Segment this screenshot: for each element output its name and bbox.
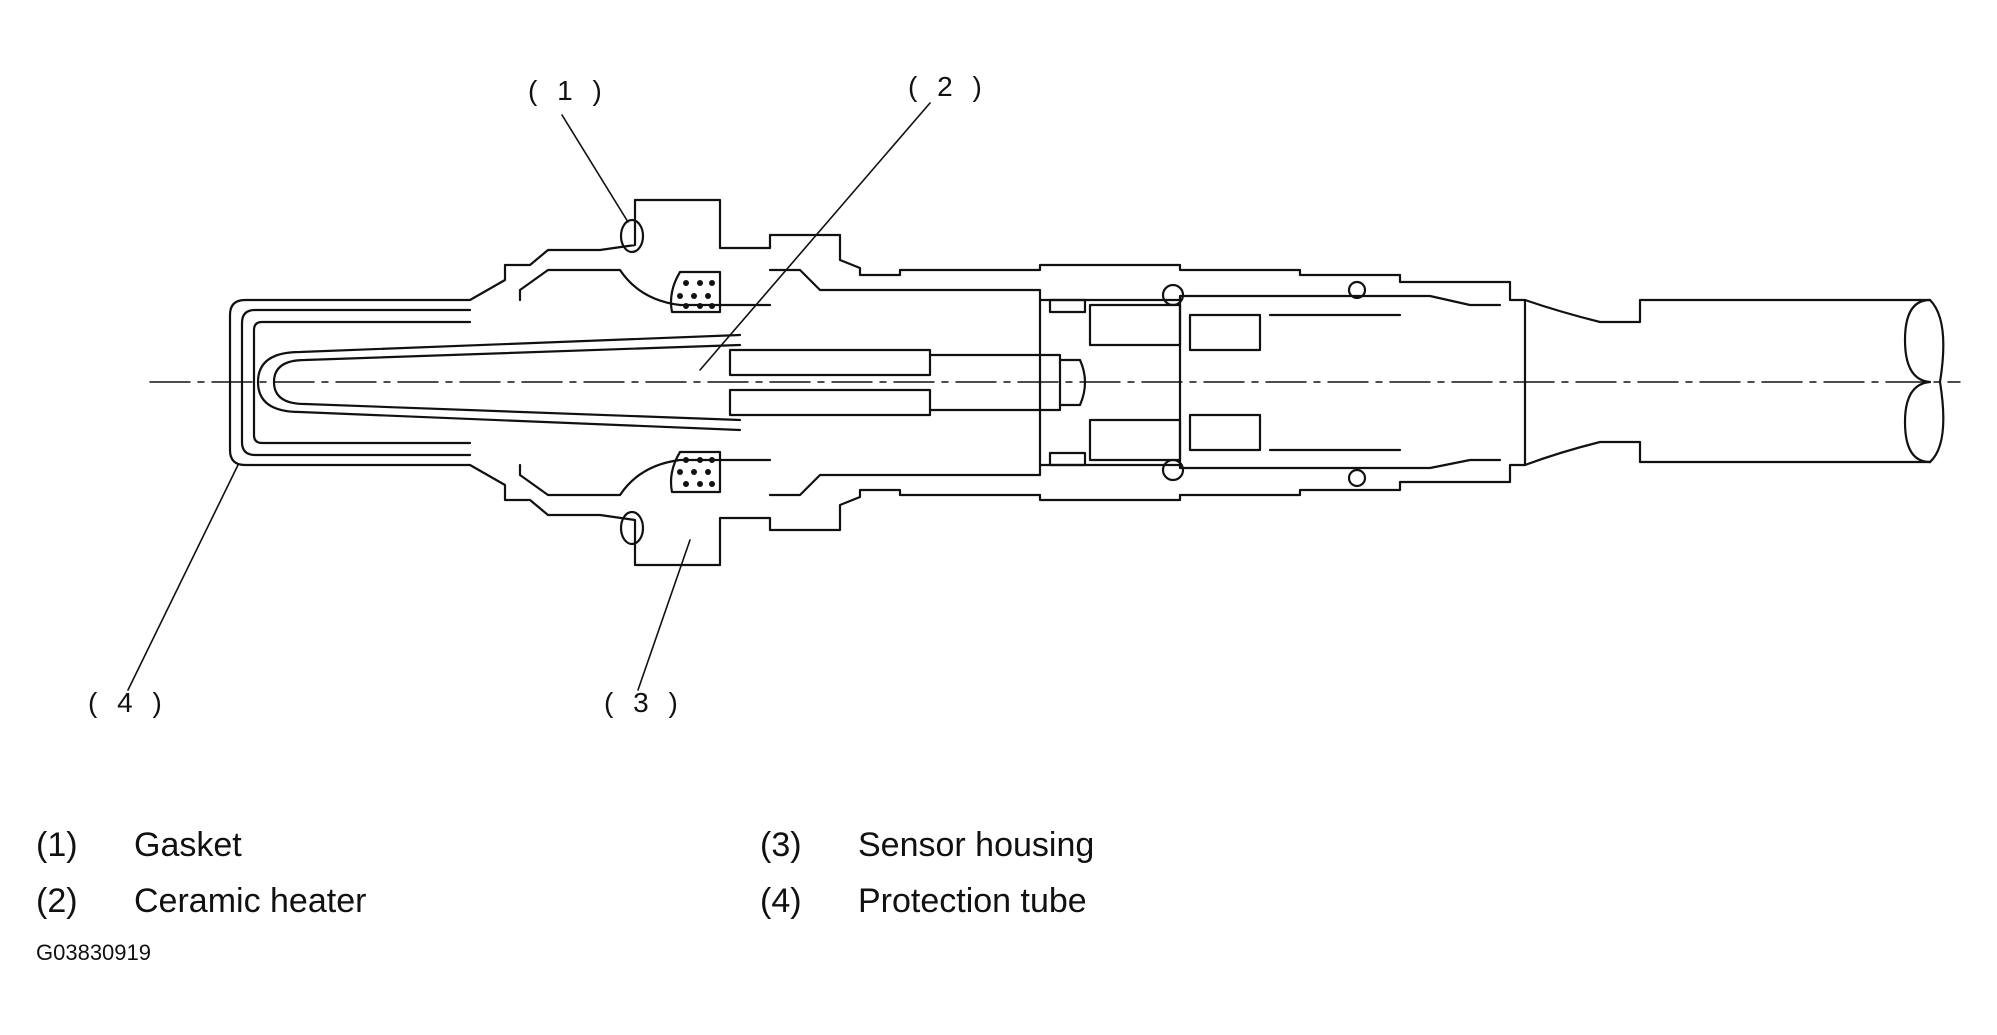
legend-label-gasket: Gasket — [134, 826, 242, 864]
legend-number-4: (4) — [760, 882, 802, 920]
powder-seal-dots — [677, 280, 715, 487]
callout-2: ( 2 ) — [908, 71, 988, 102]
legend-number-1: (1) — [36, 826, 78, 864]
leader-line-4 — [127, 464, 239, 691]
leader-line-3 — [637, 539, 691, 691]
o-rings — [1161, 280, 1367, 488]
powder-seal — [669, 270, 722, 494]
ceramic-heater — [256, 333, 1087, 432]
callout-4: ( 4 ) — [88, 687, 168, 718]
legend-number-3: (3) — [760, 826, 802, 864]
protection-tube — [228, 298, 472, 467]
callout-1: ( 1 ) — [528, 75, 608, 106]
legend-number-2: (2) — [36, 882, 78, 920]
legend-label-ceramic-heater: Ceramic heater — [134, 882, 367, 920]
leader-line-2 — [699, 102, 931, 371]
leader-line-1 — [561, 114, 629, 223]
legend-label-protection-tube: Protection tube — [858, 882, 1087, 920]
oxygen-sensor-cross-section-diagram: ( 1 ) ( 2 ) ( 3 ) ( 4 ) — [88, 71, 1961, 718]
callout-3: ( 3 ) — [604, 687, 684, 718]
sensor-cable — [1523, 298, 1945, 467]
figure-id: G03830919 — [36, 940, 151, 965]
legend-label-sensor-housing: Sensor housing — [858, 826, 1095, 864]
gasket — [619, 218, 645, 546]
